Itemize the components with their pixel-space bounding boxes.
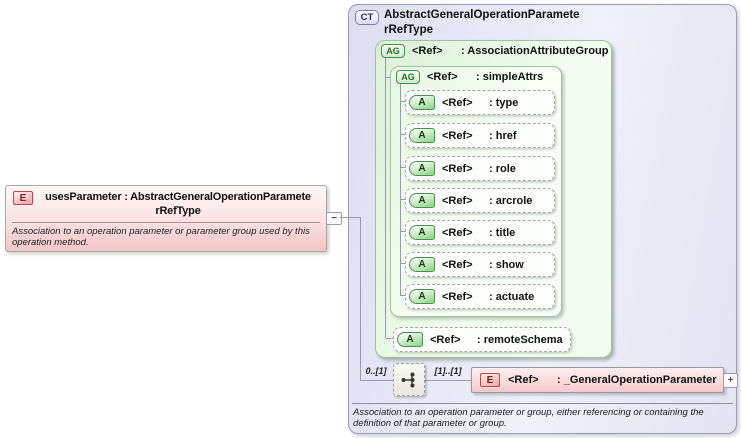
- attribute-group-header: AG <Ref> : AssociationAttributeGroup: [381, 43, 608, 59]
- attribute-group-badge: AG: [396, 70, 420, 84]
- ref-label: <Ref>: [427, 71, 458, 83]
- attribute-row-type[interactable]: A <Ref> : type: [405, 90, 555, 115]
- attribute-badge: A: [409, 257, 435, 272]
- ref-label: <Ref>: [442, 290, 473, 303]
- attribute-badge: A: [409, 128, 435, 143]
- ref-label: <Ref>: [442, 129, 473, 142]
- ref-label: <Ref>: [442, 194, 473, 207]
- attribute-name: : actuate: [489, 290, 535, 303]
- connector-line: [361, 380, 393, 381]
- cardinality-label-right: [1]..[1]: [434, 366, 462, 376]
- attribute-row-title[interactable]: A <Ref> : title: [405, 220, 555, 245]
- simpleattrs-name: : simpleAttrs: [476, 71, 544, 83]
- cardinality-label-left: 0..[1]: [365, 366, 387, 376]
- attribute-group-name: : AssociationAttributeGroup: [461, 45, 609, 57]
- element-title-line2: rRefType: [155, 205, 201, 217]
- tree-line: [400, 167, 405, 168]
- element-title-line1: usesParameter : AbstractGeneralOperation…: [45, 191, 311, 203]
- choice-branch-icon: [401, 372, 415, 387]
- attribute-name: : title: [489, 226, 516, 239]
- attribute-badge: A: [409, 225, 435, 240]
- attribute-name: : show: [489, 258, 524, 271]
- attribute-name: : role: [489, 162, 516, 175]
- attribute-badge: A: [409, 95, 435, 110]
- attribute-badge: A: [397, 332, 423, 347]
- ref-label: <Ref>: [442, 96, 473, 109]
- element-annotation: Association to an operation parameter or…: [12, 226, 310, 248]
- ref-label: <Ref>: [412, 45, 443, 57]
- tree-line: [385, 77, 390, 78]
- attribute-name: : remoteSchema: [477, 333, 563, 346]
- element-box-usesparameter[interactable]: E usesParameter : AbstractGeneralOperati…: [5, 185, 327, 252]
- tree-line: [400, 199, 405, 200]
- connector-line: [340, 217, 360, 218]
- attribute-row-href[interactable]: A <Ref> : href: [405, 123, 555, 148]
- connector-line: [425, 380, 471, 381]
- divider: [352, 403, 733, 404]
- complex-type-badge: CT: [355, 10, 379, 25]
- attribute-row-actuate[interactable]: A <Ref> : actuate: [405, 284, 555, 309]
- tree-line: [400, 295, 405, 296]
- expand-toggle-plus-icon[interactable]: +: [723, 373, 738, 388]
- tree-line: [400, 263, 405, 264]
- complex-type-annotation: Association to an operation parameter or…: [353, 407, 704, 429]
- ref-label: <Ref>: [430, 333, 461, 346]
- ref-label: <Ref>: [442, 162, 473, 175]
- ref-label: <Ref>: [442, 226, 473, 239]
- attribute-badge: A: [409, 193, 435, 208]
- element-title: usesParameter : AbstractGeneralOperation…: [34, 190, 322, 218]
- complex-type-title-line1: AbstractGeneralOperationParamete: [384, 9, 580, 21]
- simpleattrs-header: AG <Ref> : simpleAttrs: [396, 69, 543, 85]
- tree-line: [400, 231, 405, 232]
- attribute-row-remoteschema[interactable]: A <Ref> : remoteSchema: [393, 327, 571, 352]
- complex-type-title: AbstractGeneralOperationParamete rRefTyp…: [384, 8, 580, 38]
- attribute-badge: A: [409, 289, 435, 304]
- divider: [12, 222, 320, 223]
- attribute-group-badge: AG: [381, 44, 405, 58]
- attribute-row-role[interactable]: A <Ref> : role: [405, 156, 555, 181]
- attribute-name: : href: [489, 129, 517, 142]
- tree-line: [386, 338, 393, 339]
- ref-label: <Ref>: [442, 258, 473, 271]
- complex-type-title-line2: rRefType: [384, 24, 433, 36]
- connector-line: [360, 217, 361, 381]
- tree-line: [400, 134, 405, 135]
- attribute-name: : arcrole: [489, 194, 533, 207]
- ref-label: <Ref>: [508, 374, 539, 386]
- tree-line: [400, 101, 405, 102]
- compositor-icon[interactable]: [393, 363, 425, 396]
- content-element-box[interactable]: E <Ref> : _GeneralOperationParameter: [471, 367, 724, 393]
- attribute-row-show[interactable]: A <Ref> : show: [405, 252, 555, 277]
- attribute-row-arcrole[interactable]: A <Ref> : arcrole: [405, 188, 555, 213]
- tree-line: [400, 84, 401, 296]
- attribute-name: : type: [489, 96, 519, 109]
- attribute-badge: A: [409, 161, 435, 176]
- tree-line: [385, 58, 386, 338]
- collapse-toggle-minus-icon[interactable]: −: [326, 212, 342, 225]
- element-badge: E: [480, 373, 500, 387]
- content-element-name: : _GeneralOperationParameter: [557, 374, 717, 386]
- element-badge: E: [13, 191, 33, 205]
